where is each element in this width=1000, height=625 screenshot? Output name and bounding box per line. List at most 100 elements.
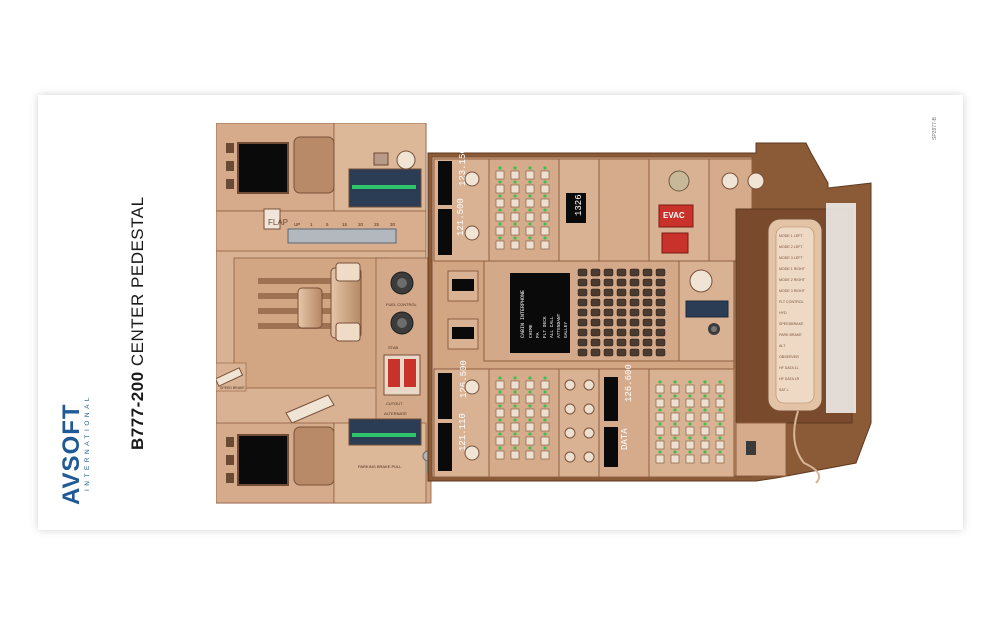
cdu-key[interactable] xyxy=(642,338,653,347)
cdu-key[interactable] xyxy=(655,278,666,287)
audio-select-button[interactable] xyxy=(510,408,520,418)
cdu-key[interactable] xyxy=(629,308,640,317)
audio-select-button[interactable] xyxy=(495,450,505,460)
audio-select-button[interactable] xyxy=(525,170,535,180)
audio-select-button[interactable] xyxy=(685,398,695,408)
cdu-key[interactable] xyxy=(590,278,601,287)
cdu-key[interactable] xyxy=(655,328,666,337)
audio-select-button[interactable] xyxy=(525,198,535,208)
cdu-key[interactable] xyxy=(616,298,627,307)
nav-knob[interactable] xyxy=(583,451,595,463)
radio-tune-knob[interactable] xyxy=(464,379,480,395)
cursor-pad[interactable] xyxy=(293,426,335,486)
audio-select-button[interactable] xyxy=(540,212,550,222)
audio-select-button[interactable] xyxy=(670,454,680,464)
audio-select-button[interactable] xyxy=(525,394,535,404)
nav-knob[interactable] xyxy=(564,379,576,391)
cdu-key[interactable] xyxy=(616,348,627,357)
nav-knob[interactable] xyxy=(583,403,595,415)
audio-select-button[interactable] xyxy=(655,454,665,464)
switch[interactable] xyxy=(746,441,756,455)
stab-cutout-switch[interactable] xyxy=(388,359,400,387)
cdu-key[interactable] xyxy=(616,338,627,347)
cdu-key[interactable] xyxy=(642,298,653,307)
selector-knob[interactable] xyxy=(747,172,765,190)
cdu-key[interactable] xyxy=(603,318,614,327)
cdu-key[interactable] xyxy=(577,278,588,287)
cdu-key[interactable] xyxy=(603,348,614,357)
cdu-key[interactable] xyxy=(590,288,601,297)
cdu-key[interactable] xyxy=(590,298,601,307)
audio-select-button[interactable] xyxy=(670,440,680,450)
audio-select-button[interactable] xyxy=(510,212,520,222)
cdu-key[interactable] xyxy=(655,338,666,347)
thrust-lever-left[interactable] xyxy=(297,287,323,329)
audio-select-button[interactable] xyxy=(655,426,665,436)
audio-select-button[interactable] xyxy=(670,398,680,408)
audio-select-button[interactable] xyxy=(655,412,665,422)
cdu-key[interactable] xyxy=(616,328,627,337)
cdu-key[interactable] xyxy=(642,348,653,357)
cdu-key[interactable] xyxy=(629,338,640,347)
dim-switch[interactable] xyxy=(226,455,234,465)
radio-tune-knob[interactable] xyxy=(464,171,480,187)
audio-select-button[interactable] xyxy=(510,422,520,432)
nav-knob[interactable] xyxy=(583,427,595,439)
audio-select-button[interactable] xyxy=(715,398,725,408)
dim-switch[interactable] xyxy=(226,437,234,447)
audio-select-button[interactable] xyxy=(700,412,710,422)
cdu-key[interactable] xyxy=(629,298,640,307)
audio-select-button[interactable] xyxy=(525,408,535,418)
audio-select-button[interactable] xyxy=(525,226,535,236)
cdu-key[interactable] xyxy=(629,348,640,357)
audio-select-button[interactable] xyxy=(685,412,695,422)
cdu-key[interactable] xyxy=(590,308,601,317)
audio-select-button[interactable] xyxy=(495,184,505,194)
rudder-trim-knob[interactable] xyxy=(689,269,713,293)
cdu-key[interactable] xyxy=(655,348,666,357)
tune-button[interactable] xyxy=(373,152,389,166)
audio-select-button[interactable] xyxy=(495,226,505,236)
cdu-key[interactable] xyxy=(577,298,588,307)
cdu-key[interactable] xyxy=(577,328,588,337)
audio-select-button[interactable] xyxy=(510,380,520,390)
audio-select-button[interactable] xyxy=(715,384,725,394)
radio-tune-knob[interactable] xyxy=(464,445,480,461)
evac-horn-button[interactable] xyxy=(668,170,690,192)
cdu-key[interactable] xyxy=(616,308,627,317)
audio-select-button[interactable] xyxy=(670,426,680,436)
audio-select-button[interactable] xyxy=(685,426,695,436)
cdu-key[interactable] xyxy=(590,318,601,327)
audio-select-button[interactable] xyxy=(495,380,505,390)
audio-select-button[interactable] xyxy=(495,408,505,418)
cdu-key[interactable] xyxy=(642,328,653,337)
audio-select-button[interactable] xyxy=(525,450,535,460)
audio-select-button[interactable] xyxy=(685,440,695,450)
cursor-pad[interactable] xyxy=(293,136,335,194)
cdu-key[interactable] xyxy=(655,308,666,317)
audio-select-button[interactable] xyxy=(510,450,520,460)
cdu-key[interactable] xyxy=(655,268,666,277)
cdu-key[interactable] xyxy=(590,348,601,357)
cdu-key[interactable] xyxy=(642,318,653,327)
audio-select-button[interactable] xyxy=(700,384,710,394)
cdu-key[interactable] xyxy=(603,288,614,297)
audio-select-button[interactable] xyxy=(715,440,725,450)
nav-knob[interactable] xyxy=(564,403,576,415)
radio-tune-knob[interactable] xyxy=(464,225,480,241)
cdu-key[interactable] xyxy=(603,328,614,337)
cdu-key[interactable] xyxy=(603,298,614,307)
audio-select-button[interactable] xyxy=(700,440,710,450)
audio-select-button[interactable] xyxy=(670,384,680,394)
cdu-key[interactable] xyxy=(642,308,653,317)
cdu-key[interactable] xyxy=(590,338,601,347)
nav-knob[interactable] xyxy=(564,427,576,439)
cdu-key[interactable] xyxy=(577,268,588,277)
audio-select-button[interactable] xyxy=(510,226,520,236)
audio-select-button[interactable] xyxy=(540,394,550,404)
audio-select-button[interactable] xyxy=(685,454,695,464)
audio-select-button[interactable] xyxy=(525,436,535,446)
audio-select-button[interactable] xyxy=(540,226,550,236)
cdu-key[interactable] xyxy=(616,268,627,277)
dim-switch[interactable] xyxy=(226,161,234,171)
